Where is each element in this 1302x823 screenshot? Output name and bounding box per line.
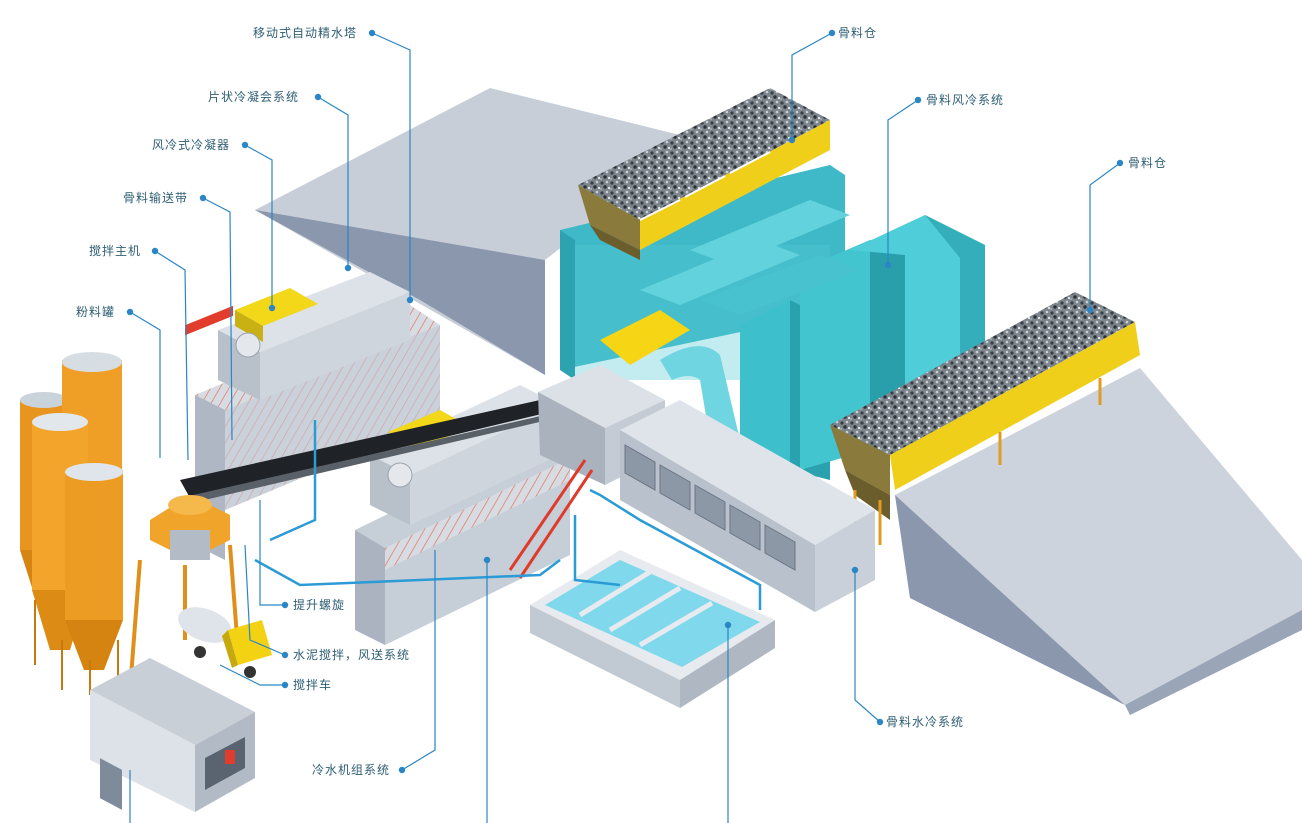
mixer-truck-icon bbox=[178, 607, 272, 678]
aggregate-conveyor bbox=[180, 400, 550, 505]
label-aggregate-air-cooling: 骨料风冷系统 bbox=[926, 93, 1005, 107]
right-ramp-slab bbox=[895, 368, 1302, 715]
label-aggregate-bin-2: 骨料仓 bbox=[1128, 156, 1168, 170]
aggregate-bin-top bbox=[578, 88, 830, 260]
silo-group bbox=[20, 352, 123, 695]
label-aggregate-water-cooling: 骨料水冷系统 bbox=[886, 715, 965, 729]
label-air-cooled-condenser: 风冷式冷凝器 bbox=[152, 138, 231, 152]
label-mixing-host: 搅拌主机 bbox=[89, 244, 142, 258]
container-icon bbox=[90, 658, 255, 812]
label-cement-mixing-air: 水泥搅拌，风送系统 bbox=[293, 648, 411, 662]
water-cooling-unit bbox=[620, 400, 875, 612]
label-water-cooling-system: 冷水机组系统 bbox=[312, 763, 391, 777]
label-screw-lift: 提升螺旋 bbox=[293, 598, 346, 612]
label-aggregate-bin-1: 骨料仓 bbox=[838, 26, 878, 40]
label-material-conveyor: 骨料输送带 bbox=[123, 191, 189, 205]
aggregate-bin-right bbox=[830, 292, 1140, 545]
label-plate-heat-exchanger: 片状冷凝会系统 bbox=[208, 90, 300, 104]
leader-lines bbox=[126, 29, 1124, 823]
label-powder-tank: 粉料罐 bbox=[76, 305, 116, 319]
red-ladder bbox=[508, 459, 594, 579]
water-pipes bbox=[254, 420, 762, 610]
mixing-tower bbox=[128, 495, 240, 691]
label-mixer-truck: 搅拌车 bbox=[293, 678, 333, 692]
label-mobile-cooling-tower: 移动式自动精水塔 bbox=[253, 26, 358, 40]
left-ramp-slab bbox=[255, 88, 700, 375]
